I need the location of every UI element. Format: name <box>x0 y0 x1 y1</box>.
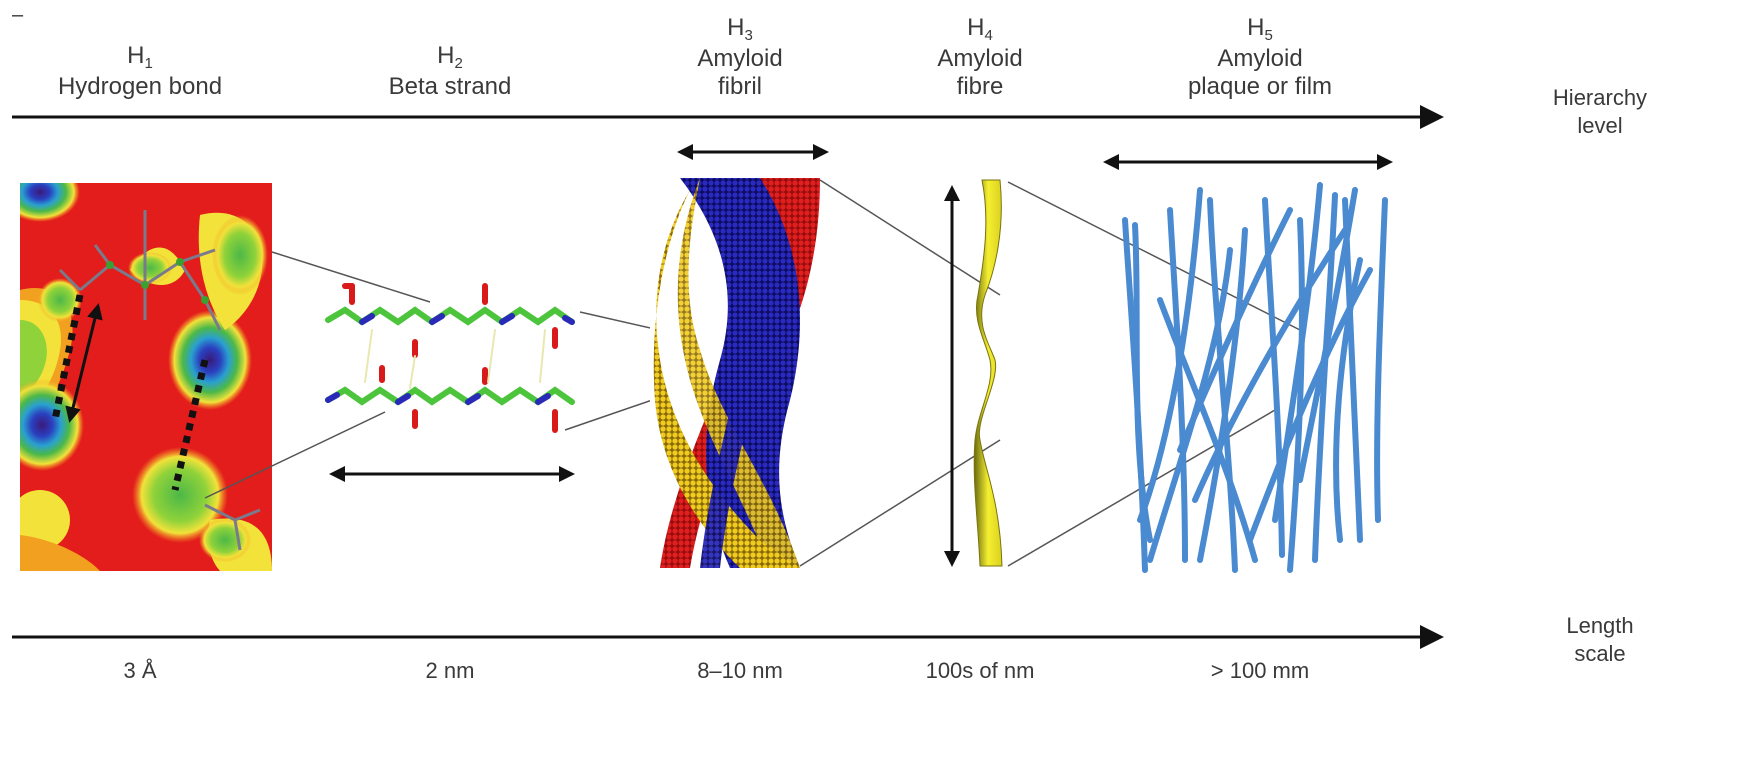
level-subscript: 5 <box>1264 27 1273 44</box>
scale-label-h5: > 100 mm <box>1210 658 1310 683</box>
level-label-h4: H4 Amyloid fibre <box>880 14 1080 101</box>
level-subscript: 2 <box>454 55 463 72</box>
level-name: fibril <box>717 73 762 100</box>
level-label-h5: H5 Amyloid plaque or film <box>1130 14 1390 101</box>
hbond-dots-right <box>171 359 209 491</box>
level-name: Beta strand <box>388 73 512 100</box>
level-name: fibre <box>956 73 1004 100</box>
hierarchy-axis-label: Hierarchy level <box>1552 85 1648 138</box>
zoom-line <box>819 179 1001 296</box>
zoom-line <box>799 439 1001 567</box>
level-h-letter: H <box>967 14 985 41</box>
amyloid-fibril-model <box>650 178 820 568</box>
scale-label-h4: 100s of nm <box>925 658 1035 683</box>
level-subscript: 1 <box>144 55 153 72</box>
level-h-letter: H <box>127 42 145 69</box>
level-name: Amyloid <box>697 45 783 72</box>
scale-label-h1: 3 Å <box>123 658 157 683</box>
amyloid-fibre-model <box>973 179 1003 567</box>
level-h-letter: H <box>437 42 455 69</box>
level-subscript: 3 <box>744 27 753 44</box>
level-name: Hydrogen bond <box>57 73 223 100</box>
zoom-line <box>204 411 386 499</box>
electron-density-map <box>20 183 272 571</box>
beta-strand-model <box>325 283 575 433</box>
level-h-letter: H <box>1247 14 1265 41</box>
scale-label-h3: 8–10 nm <box>697 658 783 683</box>
level-name: Amyloid <box>1217 45 1303 72</box>
zoom-line <box>271 251 431 303</box>
level-name: plaque or film <box>1187 73 1333 100</box>
level-label-h3: H3 Amyloid fibril <box>640 14 840 101</box>
corner-mark: – <box>12 4 24 26</box>
hbond-length-arrow <box>65 303 103 423</box>
level-name: Amyloid <box>937 45 1023 72</box>
level-label-h2: H2 Beta strand <box>330 42 570 101</box>
level-label-h1: H1 Hydrogen bond <box>20 42 260 101</box>
amyloid-plaque-model <box>1122 182 1388 573</box>
hbond-dots-left <box>51 294 84 421</box>
zoom-line <box>1007 181 1301 331</box>
scale-label-h2: 2 nm <box>425 658 475 683</box>
level-h-letter: H <box>727 14 745 41</box>
level-subscript: 4 <box>984 27 993 44</box>
length-axis-label: Length scale <box>1566 613 1634 666</box>
